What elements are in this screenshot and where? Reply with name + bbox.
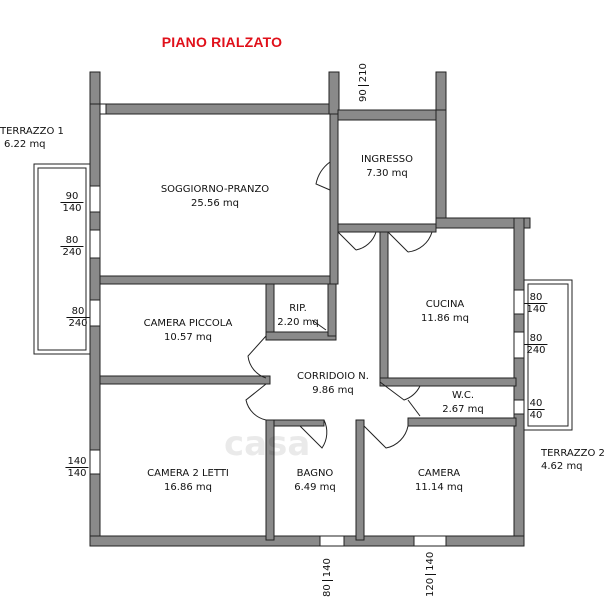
plan-title: PIANO RIALZATO: [161, 34, 283, 50]
room-camera-piccola-area: 10.57 mq: [164, 332, 212, 343]
terrace-1-name: TERRAZZO 1: [0, 126, 64, 137]
room-wc-area: 2.67 mq: [442, 404, 484, 415]
room-rip-area: 2.20 mq: [277, 317, 319, 328]
terraces: [33, 163, 573, 431]
terrace-1-area: 6.22 mq: [4, 139, 46, 150]
terrace-2-area: 4.62 mq: [541, 461, 583, 472]
room-bagno-area: 6.49 mq: [294, 482, 336, 493]
room-camera-2-letti-area: 16.86 mq: [164, 482, 212, 493]
opening-bottom-1: 80140: [322, 558, 333, 597]
doors: [245, 161, 433, 449]
room-camera-name: CAMERA: [417, 468, 461, 479]
room-wc-name: W.C.: [451, 390, 475, 401]
room-camera-2-letti-name: CAMERA 2 LETTI: [147, 468, 229, 479]
room-corridoio-name: CORRIDOIO N.: [297, 371, 369, 382]
room-cucina-area: 11.86 mq: [421, 313, 469, 324]
room-bagno-name: BAGNO: [296, 468, 334, 479]
room-corridoio-area: 9.86 mq: [312, 385, 354, 396]
room-camera-area: 11.14 mq: [415, 482, 463, 493]
room-cucina-name: CUCINA: [425, 299, 465, 310]
terrace-2-name: TERRAZZO 2: [541, 448, 605, 459]
room-rip-name: RIP.: [289, 303, 307, 314]
opening-bottom-2: 120140: [425, 551, 436, 597]
room-soggiorno-name: SOGGIORNO-PRANZO: [160, 184, 270, 195]
room-ingresso-name: INGRESSO: [360, 154, 414, 165]
watermark: casa: [224, 424, 311, 464]
room-ingresso-area: 7.30 mq: [366, 168, 408, 179]
room-soggiorno-area: 25.56 mq: [191, 198, 239, 209]
room-camera-piccola-name: CAMERA PICCOLA: [143, 318, 233, 329]
opening-top-ingresso: 90210: [358, 63, 369, 102]
windows: [89, 103, 525, 547]
